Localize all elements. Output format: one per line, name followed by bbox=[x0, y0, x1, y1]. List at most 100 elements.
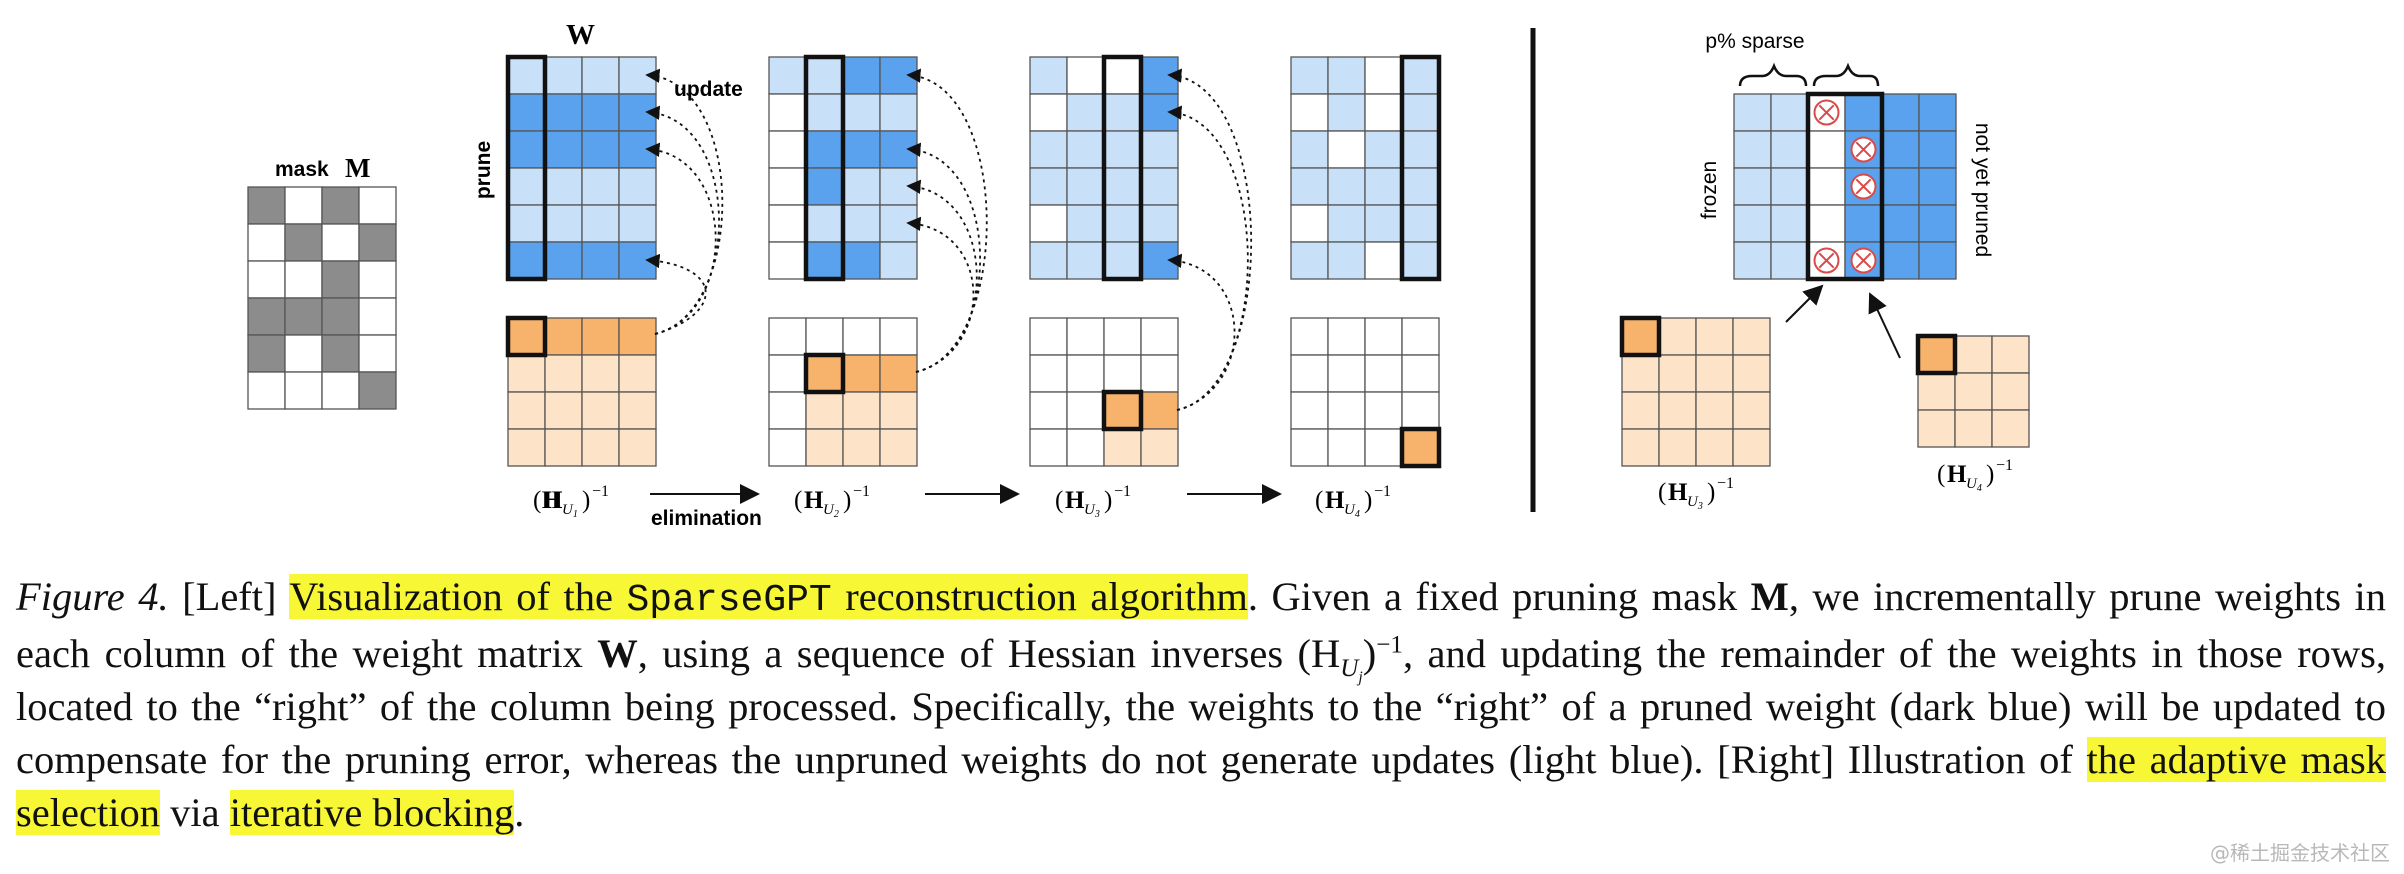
svg-text:(: ( bbox=[1658, 479, 1666, 506]
figure-caption: Figure 4. [Left] Visualization of the Sp… bbox=[16, 574, 2387, 835]
mask-cell bbox=[358, 223, 397, 262]
hessian-cell bbox=[1954, 335, 1993, 374]
hessian-cell bbox=[1695, 317, 1734, 356]
hessian-cell bbox=[805, 317, 844, 356]
svg-text:U2: U2 bbox=[823, 502, 839, 520]
weight-cell bbox=[1066, 93, 1105, 132]
update-arrow bbox=[1167, 253, 1236, 411]
hessian-cell bbox=[544, 391, 583, 430]
svg-text:U3: U3 bbox=[1687, 494, 1703, 512]
weight-block-cell bbox=[1844, 93, 1883, 132]
hessian-cell bbox=[1954, 409, 1993, 448]
weight-cell bbox=[1066, 167, 1105, 206]
hessian-cell bbox=[1066, 317, 1105, 356]
weight-cell bbox=[1327, 130, 1366, 169]
hessian-cell bbox=[1621, 391, 1660, 430]
elimination-label: elimination bbox=[651, 507, 762, 530]
weight-cell bbox=[1140, 130, 1179, 169]
hessian-cell bbox=[1327, 391, 1366, 430]
hessian-cell bbox=[1029, 391, 1068, 430]
hinv-label-4: ( H U4 ) −1 bbox=[1315, 483, 1391, 520]
weight-block-cell bbox=[1918, 93, 1957, 132]
weight-cell bbox=[581, 204, 620, 243]
hessian-cell bbox=[581, 391, 620, 430]
weight-block-cell bbox=[1733, 204, 1772, 243]
weight-matrices bbox=[505, 54, 1442, 282]
mask-cell bbox=[247, 297, 286, 336]
hessian-cell bbox=[842, 317, 881, 356]
hessian-cell bbox=[1103, 354, 1142, 393]
pivot-outline bbox=[1101, 389, 1144, 432]
pruned-weight-icon-stroke bbox=[1855, 141, 1872, 158]
hessian-cell bbox=[1140, 428, 1179, 467]
p-sparse-label: p% sparse bbox=[1705, 30, 1804, 53]
weight-cell bbox=[507, 167, 546, 206]
hessian-cell bbox=[879, 428, 918, 467]
weight-block-cell bbox=[1770, 167, 1809, 206]
weight-cell bbox=[842, 130, 881, 169]
hessian-cell bbox=[1991, 335, 2030, 374]
hinv-label-2: ( H U2 ) −1 bbox=[794, 483, 870, 520]
watermark: @稀土掘金技术社区 bbox=[2210, 841, 2390, 865]
mask-cell bbox=[321, 297, 360, 336]
hessian-cell bbox=[581, 317, 620, 356]
hessian-cell bbox=[507, 391, 546, 430]
weight-cell bbox=[1103, 93, 1142, 132]
update-arrow bbox=[645, 105, 720, 335]
hessian-cell bbox=[1621, 317, 1660, 356]
mask-cell bbox=[321, 223, 360, 262]
mask-cell bbox=[321, 334, 360, 373]
weight-cell bbox=[768, 204, 807, 243]
svg-text:H: H bbox=[543, 487, 563, 514]
hessian-cell bbox=[1658, 391, 1697, 430]
hessian-cell bbox=[1732, 317, 1771, 356]
hessian-cell bbox=[618, 354, 657, 393]
weight-cell bbox=[1029, 204, 1068, 243]
hessian-cell bbox=[507, 317, 546, 356]
weight-cell bbox=[768, 93, 807, 132]
hessian-cell bbox=[1327, 354, 1366, 393]
weight-cell bbox=[842, 167, 881, 206]
svg-text:U4: U4 bbox=[1344, 502, 1360, 520]
weight-cell bbox=[1140, 241, 1179, 280]
weight-cell bbox=[1103, 56, 1142, 95]
update-arrow bbox=[645, 253, 707, 335]
weight-block-cell bbox=[1918, 167, 1957, 206]
hessian-cell bbox=[1401, 354, 1440, 393]
weight-cell bbox=[879, 204, 918, 243]
weight-cell bbox=[1103, 204, 1142, 243]
weight-cell bbox=[1029, 241, 1068, 280]
hessian-inverse-right-3 bbox=[1619, 315, 1771, 467]
weight-cell bbox=[842, 93, 881, 132]
figure-4-diagram: mask M W prune update elimination p% spa… bbox=[247, 19, 2030, 530]
hessian-inverse-1 bbox=[505, 315, 657, 467]
weight-cell bbox=[842, 56, 881, 95]
hessian-cell bbox=[768, 391, 807, 430]
weight-cell bbox=[879, 241, 918, 280]
hessian-cell bbox=[1140, 354, 1179, 393]
hessian-cell bbox=[879, 317, 918, 356]
figure-label: Figure 4. bbox=[16, 574, 169, 619]
hessian-cell bbox=[1732, 428, 1771, 467]
mask-cell bbox=[358, 371, 397, 410]
hessian-cell bbox=[768, 354, 807, 393]
mask-label: mask bbox=[275, 158, 329, 181]
hessian-cell bbox=[1066, 391, 1105, 430]
hinv-label-1: (H H U1 ) −1 bbox=[533, 483, 609, 520]
hessian-cell bbox=[1290, 354, 1329, 393]
weight-block-cell bbox=[1881, 241, 1920, 280]
hessian-cell bbox=[1732, 391, 1771, 430]
weight-cell bbox=[1364, 93, 1403, 132]
hessian-cell bbox=[1658, 354, 1697, 393]
hessian-cell bbox=[1290, 317, 1329, 356]
mask-cell bbox=[358, 260, 397, 299]
weight-cell bbox=[1327, 204, 1366, 243]
mask-cell bbox=[358, 297, 397, 336]
svg-text:): ) bbox=[843, 487, 851, 514]
update-arrow bbox=[1167, 105, 1249, 411]
hinv-label-right-3: ( H U3 ) −1 bbox=[1658, 475, 1734, 512]
not-yet-pruned-label: not yet pruned bbox=[1971, 123, 1994, 257]
weight-cell bbox=[1290, 93, 1329, 132]
mask-cell bbox=[247, 371, 286, 410]
hinv-label-3: ( H U3 ) −1 bbox=[1055, 483, 1131, 520]
